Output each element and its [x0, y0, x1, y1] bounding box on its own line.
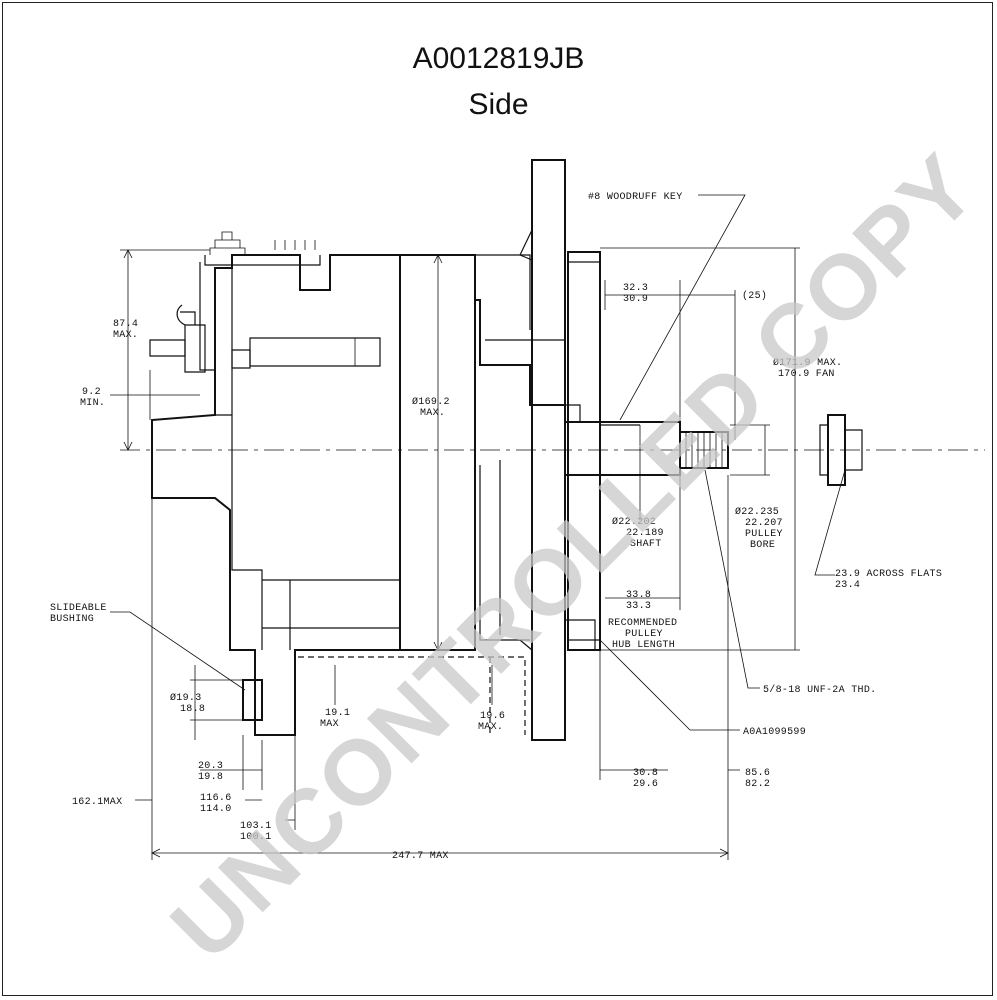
dim-shaft-dia-2: 22.189: [626, 528, 664, 539]
dim-30-9: 30.9: [623, 294, 648, 305]
dim-85-6: 85.6: [745, 768, 770, 779]
dim-dia-19-3: Ø19.3: [170, 692, 202, 704]
dim-25: (25): [742, 290, 767, 302]
dim-87-4: 87.4: [113, 319, 138, 330]
woodruff-key-label: #8 WOODRUFF KEY: [588, 192, 683, 203]
dim-30-8: 30.8: [633, 768, 658, 779]
dim-dia-171: Ø171.9 MAX.: [773, 357, 842, 369]
dim-bore-dia-1: Ø22.235: [735, 506, 779, 518]
dim-18-8: 18.8: [180, 704, 205, 715]
dim-116-6: 116.6: [200, 793, 232, 804]
dim-114-0: 114.0: [200, 804, 232, 815]
dim-shaft-dia-1: Ø22.202: [612, 516, 656, 528]
dim-bore-dia-2: 22.207: [745, 518, 783, 529]
part-ref-label: A0A1099599: [743, 727, 806, 738]
dim-162-1: 162.1MAX: [72, 797, 122, 808]
dim-33-3: 33.3: [626, 601, 651, 612]
hub-label-3: HUB LENGTH: [612, 640, 675, 651]
alternator-outline: [149, 159, 863, 741]
dim-29-6: 29.6: [633, 779, 658, 790]
dim-bore-label-2: BORE: [750, 540, 775, 551]
dim-19-6: 19.6: [480, 711, 505, 722]
dim-100-1: 100.1: [240, 832, 272, 843]
dim-32-3: 32.3: [623, 283, 648, 294]
dimension-text: #8 WOODRUFF KEY 87.4 MAX. 9.2 MIN. Ø169.…: [50, 192, 942, 862]
dim-dia-169-max: MAX.: [420, 408, 445, 419]
dim-20-3: 20.3: [198, 761, 223, 772]
dim-87-4-max: MAX.: [113, 330, 138, 341]
thread-label: 5/8-18 UNF-2A THD.: [763, 684, 876, 696]
dim-9-2: 9.2: [82, 387, 101, 398]
dim-dia-170: 170.9 FAN: [778, 369, 835, 380]
hub-label-2: PULLEY: [625, 629, 663, 640]
dim-bore-label-1: PULLEY: [745, 529, 783, 540]
drawing-subtitle: Side: [468, 88, 529, 121]
dim-19-1-max: MAX: [320, 719, 339, 730]
hub-label-1: RECOMMENDED: [608, 618, 677, 629]
dim-33-8: 33.8: [626, 590, 651, 601]
dim-dia-169: Ø169.2: [412, 396, 450, 408]
dim-19-6-max: MAX.: [478, 722, 503, 733]
dim-19-8: 19.8: [198, 772, 223, 783]
dim-9-2-min: MIN.: [80, 398, 105, 409]
drawing-title: A0012819JB: [412, 42, 585, 75]
dim-flats-2: 23.4: [835, 580, 860, 591]
dim-103-1: 103.1: [240, 821, 272, 832]
dim-19-1: 19.1: [325, 708, 350, 719]
dim-82-2: 82.2: [745, 779, 770, 790]
dim-shaft-label: SHAFT: [630, 539, 662, 550]
dim-247-7: 247.7 MAX: [392, 851, 449, 862]
dim-flats-1: 23.9 ACROSS FLATS: [835, 569, 942, 580]
dimension-lines: [110, 194, 846, 860]
bushing-label-1: SLIDEABLE: [50, 603, 107, 614]
bushing-label-2: BUSHING: [50, 614, 94, 625]
